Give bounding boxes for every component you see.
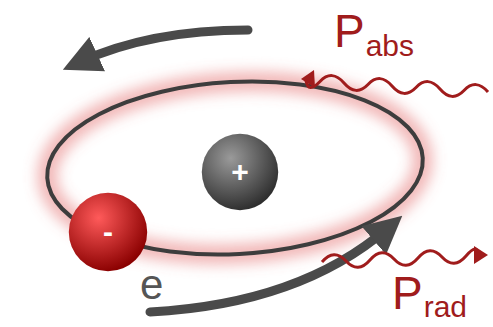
power-subscript: abs	[366, 31, 414, 61]
sphere-shape	[202, 134, 278, 210]
wave-arrowhead	[474, 246, 488, 264]
motion-arrow	[150, 228, 388, 312]
electron-label: e	[140, 264, 163, 306]
power-symbol: P	[334, 8, 365, 54]
radiated-wave	[322, 249, 478, 267]
wave-arrowhead	[301, 70, 315, 88]
electron: -	[68, 192, 148, 272]
power-symbol: P	[392, 270, 423, 316]
charge-sign: +	[201, 133, 279, 211]
power-subscript: rad	[424, 292, 467, 322]
sphere-shape	[69, 193, 147, 271]
absorbed-wave	[306, 76, 488, 97]
nucleus: +	[201, 133, 279, 211]
motion-arrow	[80, 30, 248, 62]
charge-sign: -	[68, 192, 148, 272]
